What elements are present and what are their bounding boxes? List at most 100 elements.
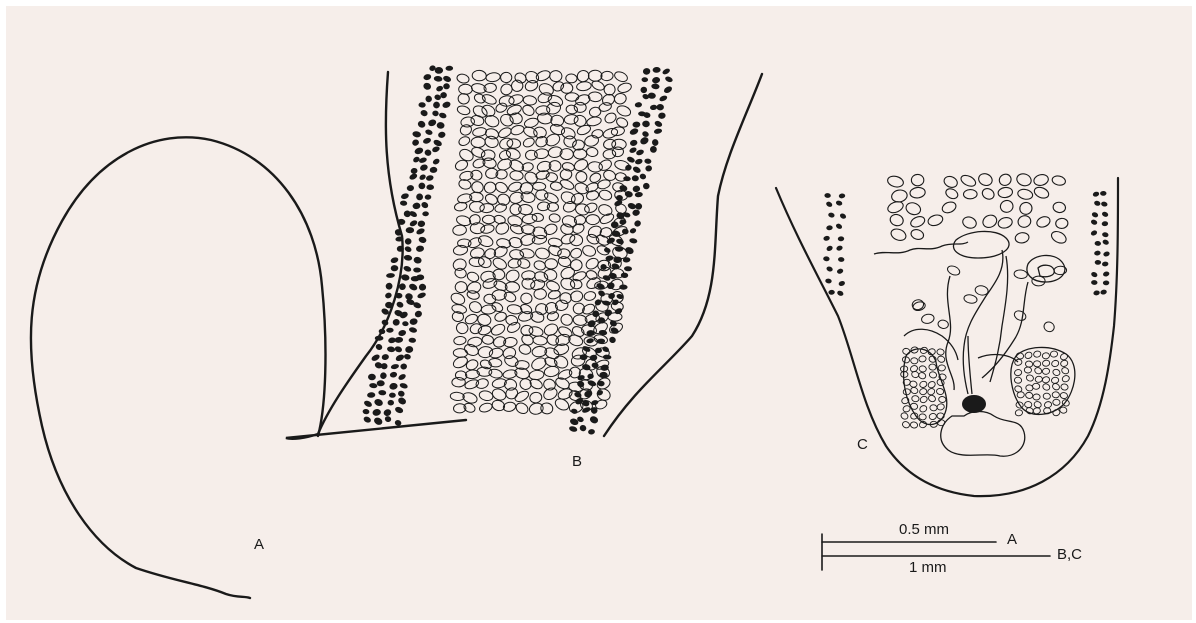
cell-outline	[496, 157, 513, 172]
cell-outline	[535, 247, 551, 260]
nucleus-dot	[445, 66, 453, 71]
nucleus-dot	[629, 238, 638, 245]
nucleus-dot	[397, 396, 407, 406]
cell-outline	[889, 227, 907, 243]
cell-outline	[1052, 392, 1059, 398]
nucleus-dot	[570, 408, 578, 415]
nucleus-dot	[432, 158, 441, 166]
cell-outline	[566, 74, 578, 84]
nucleus-dot	[422, 82, 432, 91]
nucleus-dot	[363, 399, 373, 408]
nucleus-dot	[826, 266, 834, 273]
cell-outline	[478, 390, 494, 402]
cell-outline	[469, 201, 485, 213]
cell-outline	[540, 402, 554, 415]
scale-bar-target-bc: B,C	[1057, 547, 1082, 562]
cell-outline	[482, 335, 495, 345]
nucleus-dot	[641, 130, 649, 138]
nucleus-dot	[1093, 290, 1100, 296]
cell-outline	[570, 259, 583, 271]
cell-outline	[466, 271, 480, 284]
cell-outline	[472, 127, 487, 138]
nucleus-dot	[384, 292, 392, 299]
cell-outline	[479, 358, 493, 370]
nucleus-dot	[590, 406, 599, 415]
nucleus-dot	[1092, 191, 1100, 197]
cell-outline	[1034, 366, 1043, 375]
cell-outline	[909, 215, 926, 229]
nucleus-dot	[629, 146, 638, 153]
cell-outline	[1042, 352, 1050, 359]
panel-label-b: B	[572, 454, 582, 469]
nucleus-dot	[390, 256, 399, 264]
nucleus-dot	[642, 68, 650, 76]
cell-outline	[603, 149, 616, 159]
nucleus-dot	[836, 245, 844, 252]
nucleus-dot	[632, 121, 640, 128]
cell-outline	[921, 313, 935, 324]
cell-outline	[532, 182, 545, 191]
cell-outline	[1014, 269, 1028, 279]
cell-outline	[458, 123, 473, 137]
nucleus-dot	[443, 83, 450, 89]
cell-outline	[518, 204, 533, 215]
nucleus-dot	[824, 193, 831, 198]
cell-outline	[509, 170, 523, 181]
cell-outline	[533, 259, 547, 271]
nucleus-dot	[372, 408, 382, 416]
cell-outline	[1042, 376, 1051, 384]
cell-outline	[980, 187, 996, 202]
cell-outline	[613, 92, 627, 105]
cell-outline	[560, 126, 577, 141]
nucleus-dot	[417, 291, 427, 299]
nucleus-dot	[1094, 241, 1101, 246]
nucleus-dot	[603, 247, 611, 254]
cell-outline	[1033, 394, 1041, 400]
cell-outline	[503, 290, 518, 303]
cell-outline	[494, 101, 508, 113]
cell-outline	[929, 413, 937, 420]
cell-outline	[1015, 409, 1023, 416]
cell-outline	[997, 216, 1013, 230]
cell-outline	[938, 365, 946, 372]
cell-outline	[588, 171, 602, 184]
cell-outline	[490, 322, 507, 337]
cell-outline	[453, 348, 468, 358]
nucleus-dot	[398, 329, 407, 337]
nucleus-dot	[579, 424, 588, 432]
nucleus-dot	[632, 165, 642, 174]
panel-b-cells	[362, 65, 673, 435]
nucleus-dot	[411, 138, 420, 146]
nucleus-dot	[659, 94, 669, 102]
nucleus-dot	[583, 389, 593, 398]
cell-outline	[569, 247, 583, 260]
cell-outline	[569, 234, 583, 246]
nucleus-dot	[438, 112, 447, 119]
cell-outline	[524, 79, 540, 93]
cell-outline	[521, 277, 536, 290]
cell-outline	[500, 72, 512, 83]
cell-outline	[583, 134, 599, 148]
nucleus-dot	[650, 104, 658, 110]
nucleus-dot	[400, 363, 408, 370]
cell-outline	[589, 106, 602, 117]
nucleus-dot	[1095, 260, 1102, 265]
cell-outline	[494, 202, 508, 213]
cell-outline	[450, 392, 465, 401]
nucleus-dot	[1102, 261, 1109, 267]
cell-outline	[1026, 374, 1035, 382]
cell-outline	[532, 213, 544, 222]
cell-outline	[561, 214, 577, 228]
cell-outline	[544, 365, 560, 377]
nucleus-dot	[635, 102, 643, 108]
nucleus-dot	[836, 268, 844, 275]
cell-outline	[936, 378, 945, 387]
cell-outline	[576, 81, 592, 92]
cell-outline	[510, 124, 525, 136]
cell-outline	[1042, 320, 1056, 333]
nucleus-dot	[635, 149, 644, 157]
nucleus-dot	[825, 278, 832, 284]
nucleus-dot	[1090, 271, 1098, 278]
cell-outline	[472, 70, 487, 81]
cell-outline	[1050, 351, 1058, 358]
